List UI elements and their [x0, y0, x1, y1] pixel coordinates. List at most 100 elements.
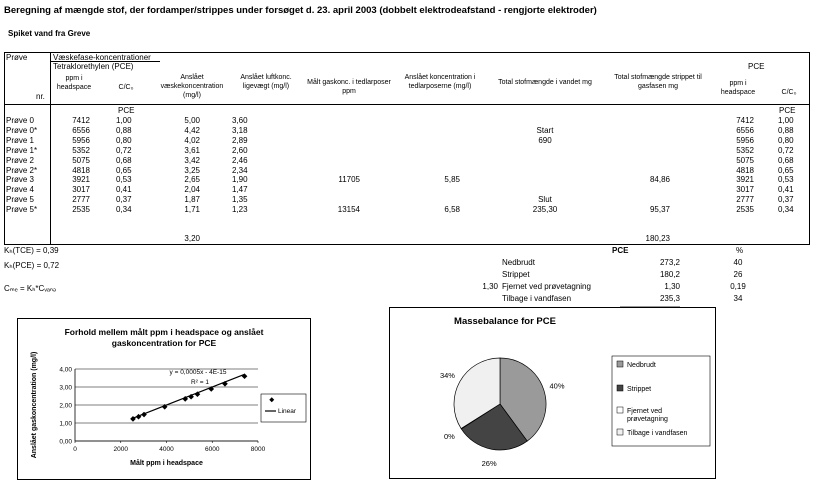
pie-label: 40% [550, 381, 565, 390]
header-measured-gas: Målt gaskonc. i tedlarposer ppm [307, 79, 391, 95]
header-prove: Prøve [6, 53, 28, 62]
cell-ppm: 5956 [72, 135, 90, 145]
legend-box [260, 393, 307, 423]
table-bottom-border [4, 244, 810, 245]
header-est-tedlar: Anslået koncentration i tedlarposerne (m… [404, 74, 476, 90]
balance-pct: 40 [733, 258, 743, 267]
cell-tw: 235,30 [532, 205, 558, 215]
x-tick-label: 2000 [114, 446, 129, 453]
y-tick-label: 2,00 [59, 403, 72, 410]
x-tick-label: 6000 [205, 446, 220, 453]
x-axis-label: Målt ppm i headspace [130, 459, 203, 467]
trend-r2: R² = 1 [191, 379, 209, 386]
y-tick-label: 0,00 [59, 439, 72, 446]
cell-ppm2: 5075 [736, 155, 754, 165]
cell-air: 2,60 [232, 145, 248, 155]
pie-label: 34% [440, 371, 455, 380]
pie-label: 26% [482, 459, 497, 468]
cell-cc: 0,37 [116, 195, 132, 205]
header-total-water: Total stofmængde i vandet mg [498, 79, 592, 86]
balance-pct: 34 [733, 294, 743, 303]
cell-ppm: 2535 [72, 205, 90, 215]
cell-nr: Prøve 5* [6, 205, 38, 215]
cell-air: 2,46 [232, 155, 248, 165]
balance-value: 1,30 [664, 282, 680, 291]
x-tick-label: 4000 [159, 446, 174, 453]
table-col-divider [50, 52, 51, 244]
cell-cc2: 0,65 [778, 165, 794, 175]
pie-slice [453, 357, 501, 429]
cell-air: 2,34 [232, 165, 248, 175]
pie-title: Massebalance for PCE [454, 316, 556, 327]
cell-air: 1,35 [232, 195, 248, 205]
balance-header-pce: PCE [612, 246, 629, 255]
cell-air: 3,18 [232, 125, 248, 135]
balance-value: 273,2 [659, 258, 680, 267]
balance-label: Strippet [502, 270, 530, 279]
cell-ppm: 5075 [72, 155, 90, 165]
formula: Cₘₑ = Kₕ*Cᵥₐₙₔ [4, 284, 57, 293]
data-point [194, 391, 201, 398]
balance-value: 180,2 [659, 270, 680, 279]
cell-ppm2: 6556 [736, 125, 754, 135]
cell-nr: Prøve 3 [6, 175, 35, 185]
cell-nr: Prøve 0 [6, 116, 35, 125]
cell-nr: Prøve 5 [6, 195, 35, 205]
y-tick-label: 4,00 [59, 367, 72, 374]
pie-slice [460, 403, 528, 451]
cell-ppm2: 5352 [736, 145, 754, 155]
cell-ppm: 6556 [72, 125, 90, 135]
cell-ted: 5,85 [444, 175, 460, 185]
cell-cc: 0,65 [116, 165, 132, 175]
cell-cc2: 0,88 [778, 125, 794, 135]
balance-prefix: 1,30 [482, 282, 498, 291]
cell-tw: Slut [538, 195, 552, 205]
cell-nr: Prøve 4 [6, 185, 35, 195]
cell-ppm: 7412 [72, 116, 90, 125]
page-title: Beregning af mængde stof, der fordamper/… [4, 5, 597, 16]
table-left-border [4, 52, 5, 244]
cell-cc: 0,34 [116, 205, 132, 215]
cell-ppm2: 5956 [736, 135, 754, 145]
cell-cc: 0,80 [116, 135, 132, 145]
cell-nr: Prøve 2* [6, 165, 38, 175]
header-est-liquid: Anslået væskekoncentration (mg/l) [160, 74, 224, 99]
page-subtitle: Spiket vand fra Greve [8, 29, 91, 38]
legend-swatch [616, 360, 624, 368]
header-ppm: ppm i headspace [56, 75, 92, 91]
balance-label: Tilbage i vandfasen [502, 294, 572, 303]
cell-ppm2: 7412 [736, 116, 754, 125]
legend-label: Tilbage i vandfasen [627, 430, 688, 437]
header-ppm-2: ppm i headspace [720, 80, 756, 96]
unit-pce-right: PCE [779, 106, 796, 115]
cell-liq: 3,61 [184, 145, 200, 155]
cell-cc2: 0,53 [778, 175, 794, 185]
cell-liq: 5,00 [184, 116, 200, 125]
header-est-air: Anslået luftkonc. ligevægt (mg/l) [240, 74, 292, 90]
sum-stripped: 180,23 [645, 234, 670, 243]
cell-cc2: 0,80 [778, 135, 794, 145]
x-tick-label: 8000 [251, 446, 266, 453]
cell-ppm: 3017 [72, 185, 90, 195]
header-compound: Tetraklorethylen (PCE) [53, 62, 134, 71]
cell-cc: 1,00 [116, 116, 132, 125]
legend-label: Fjernet ved [627, 408, 662, 415]
cell-cc2: 0,68 [778, 155, 794, 165]
table-right-border [809, 52, 810, 244]
pie-slice [499, 357, 547, 442]
header-nr: nr. [36, 92, 45, 101]
cell-gas: 13154 [337, 205, 360, 215]
legend-linear-label: Linear [278, 408, 297, 415]
balance-header-pct: % [736, 246, 744, 255]
group-underline [50, 61, 160, 62]
cell-nr: Prøve 0* [6, 125, 38, 135]
cell-ts: 84,86 [649, 175, 670, 185]
scatter-chart-frame: Forhold mellem målt ppm i headspace og a… [17, 318, 311, 480]
cell-liq: 1,87 [184, 195, 200, 205]
cell-nr: Prøve 1* [6, 145, 38, 155]
x-tick-label: 0 [73, 446, 77, 453]
cell-cc: 0,68 [116, 155, 132, 165]
table-header-border [4, 104, 810, 105]
